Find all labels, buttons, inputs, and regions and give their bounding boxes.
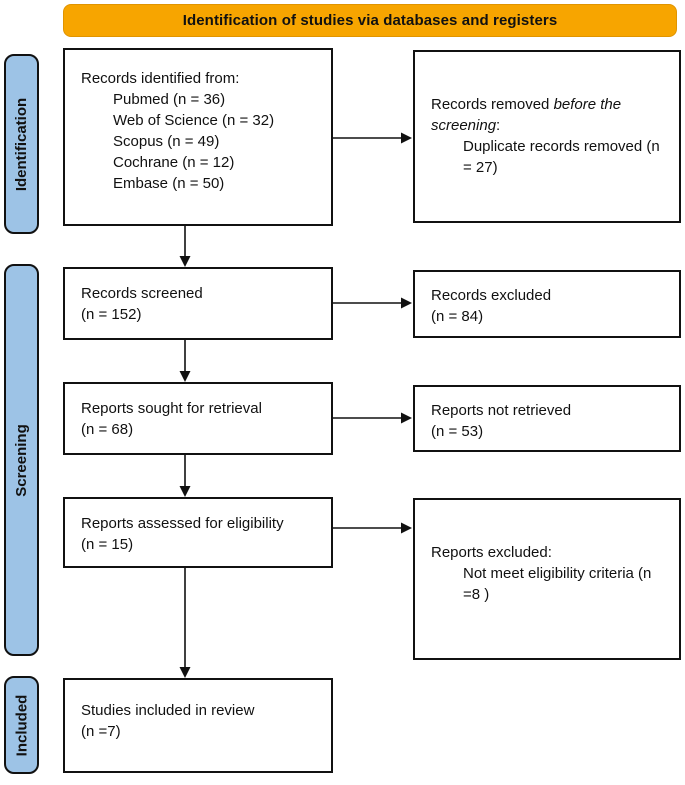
- banner-title: Identification of studies via databases …: [182, 12, 558, 29]
- reports-assessed-count: (n = 15): [81, 536, 134, 553]
- banner: Identification of studies via databases …: [63, 4, 677, 37]
- source-wos: Web of Science (n = 32): [113, 112, 275, 129]
- stage-label-included: Included: [4, 676, 39, 774]
- records-screened-count: (n = 152): [81, 306, 142, 323]
- arrow-sought-to-not-retrieved: [333, 412, 412, 424]
- stage-label-identification-text: Identification: [13, 97, 30, 191]
- reports-not-retrieved-count: (n = 53): [431, 423, 484, 440]
- stage-label-identification: Identification: [4, 54, 39, 234]
- arrow-sought-to-assessed: [179, 455, 191, 497]
- arrow-assessed-to-excluded: [333, 522, 412, 534]
- source-scopus: Scopus (n = 49): [113, 133, 220, 150]
- box-reports-not-retrieved: Reports not retrieved (n = 53): [413, 385, 681, 452]
- arrow-identified-to-screened: [179, 226, 191, 267]
- records-identified-intro: Records identified from:: [81, 70, 240, 87]
- arrow-screened-to-excluded: [333, 297, 412, 309]
- box-records-identified: Records identified from: Pubmed (n = 36)…: [63, 48, 333, 226]
- source-cochrane: Cochrane (n = 12): [113, 154, 235, 171]
- box-reports-sought: Reports sought for retrieval (n = 68): [63, 382, 333, 455]
- duplicates-removed: Duplicate records removed (n = 27): [463, 138, 660, 176]
- records-excluded-label: Records excluded: [431, 287, 552, 304]
- arrow-screened-to-sought: [179, 340, 191, 382]
- box-records-excluded: Records excluded (n = 84): [413, 270, 681, 338]
- box-reports-assessed: Reports assessed for eligibility (n = 15…: [63, 497, 333, 568]
- source-embase: Embase (n = 50): [113, 175, 225, 192]
- records-excluded-count: (n = 84): [431, 308, 484, 325]
- studies-included-count: (n =7): [81, 723, 121, 740]
- stage-label-included-text: Included: [13, 694, 31, 756]
- box-records-removed: Records removed before the screening: Du…: [413, 50, 681, 223]
- reports-sought-label: Reports sought for retrieval: [81, 400, 262, 417]
- source-pubmed: Pubmed (n = 36): [113, 91, 226, 108]
- stage-label-screening: Screening: [4, 264, 39, 656]
- arrow-assessed-to-included: [179, 568, 191, 678]
- records-screened-label: Records screened: [81, 285, 203, 302]
- studies-included-label: Studies included in review: [81, 702, 255, 719]
- stage-label-screening-text: Screening: [13, 423, 30, 497]
- reports-sought-count: (n = 68): [81, 421, 134, 438]
- reports-not-retrieved-label: Reports not retrieved: [431, 402, 572, 419]
- reports-excluded-heading: Reports excluded:: [431, 544, 552, 561]
- box-studies-included: Studies included in review (n =7): [63, 678, 333, 773]
- box-reports-excluded: Reports excluded: Not meet eligibility c…: [413, 498, 681, 660]
- reports-assessed-label: Reports assessed for eligibility: [81, 515, 284, 532]
- eligibility-criteria-item: Not meet eligibility criteria (n =8 ): [463, 565, 652, 603]
- records-removed-heading: Records removed before the screening:: [431, 96, 622, 134]
- box-records-screened: Records screened (n = 152): [63, 267, 333, 340]
- arrow-identified-to-removed: [333, 132, 412, 144]
